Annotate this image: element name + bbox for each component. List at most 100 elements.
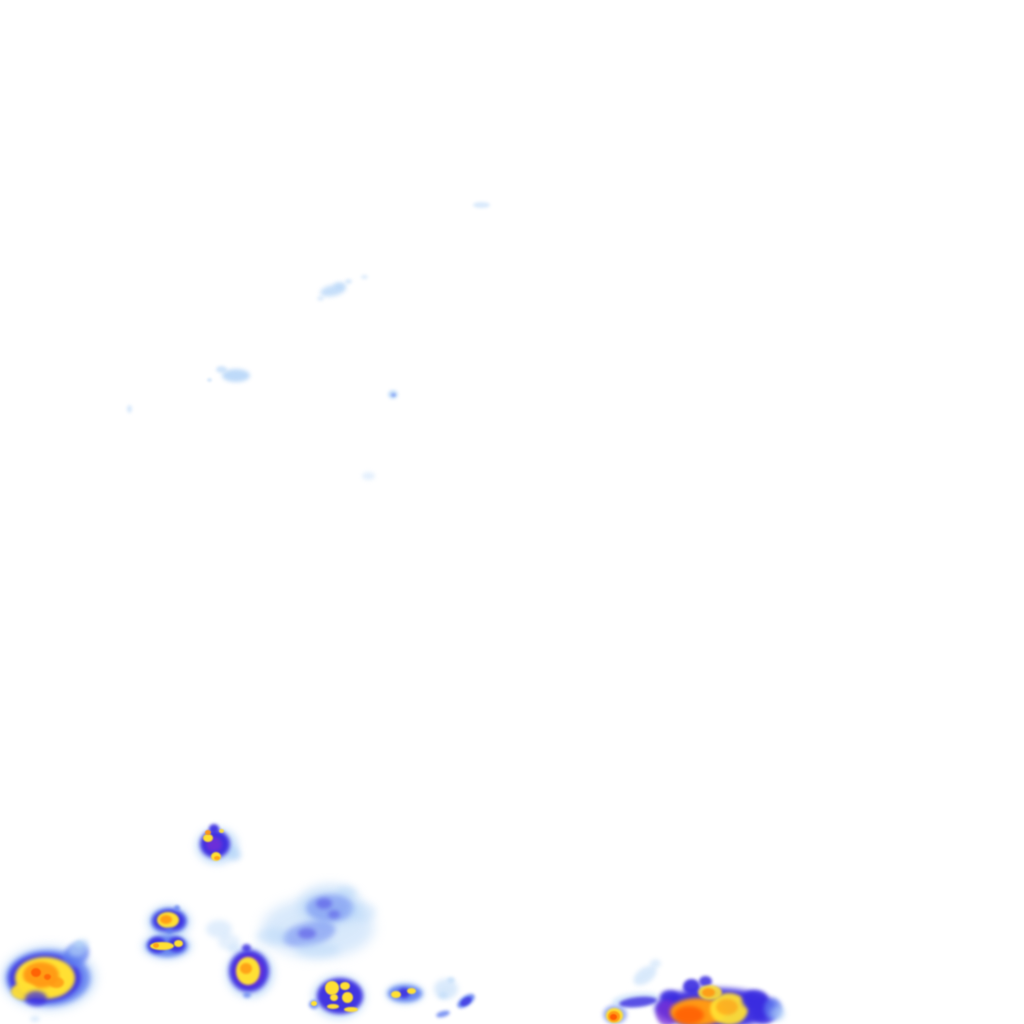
storm-cell-small-3-spot-heavy	[174, 940, 183, 947]
storm-complex-main-spot-very-light	[630, 961, 660, 990]
storm-cell-orange-small-spot-extreme-core	[610, 1014, 617, 1020]
storm-complex-main-spot-extreme-core	[674, 1006, 704, 1024]
storm-complex-left-spot-extreme-core	[31, 968, 41, 977]
rain-streak-south-spot-moderate	[459, 995, 473, 1008]
storm-complex-main-spot-moderate	[683, 979, 700, 994]
storm-cell-small-3-spot-heavy	[150, 942, 174, 950]
storm-complex-left-spot-very-light	[65, 935, 93, 960]
storm-cell-small-4-spot-moderate-heavy	[234, 955, 264, 987]
storm-complex-main-spot-very-heavy	[670, 998, 726, 1024]
storm-complex-left-spot-very-heavy	[23, 962, 59, 988]
storm-complex-left-spot-extreme-core	[44, 974, 51, 980]
rain-smudge-mid-spot-very-light	[228, 944, 242, 954]
rain-cloud-diffuse-spot-very-light	[348, 902, 376, 922]
storm-complex-left-spot-very-light	[75, 941, 83, 948]
storm-cell-small-5-spot-heavy	[311, 1001, 317, 1006]
rain-wisp-north-1-spot-very-light	[317, 296, 324, 301]
storm-cell-orange-small-spot-light	[603, 1005, 627, 1024]
storm-cell-small-3-spot-light	[166, 928, 173, 934]
storm-cell-small-1-spot-moderate	[200, 830, 230, 858]
storm-cell-small-6-spot-very-light	[385, 982, 425, 1005]
rain-dot-center-2-spot-very-light	[127, 405, 132, 413]
storm-complex-main-spot-very-light	[770, 1006, 785, 1021]
storm-cell-small-1-spot-moderate-heavy	[206, 837, 222, 852]
storm-cell-small-4-spot-very-light	[226, 948, 274, 998]
storm-cell-small-1-spot-very-heavy	[214, 856, 220, 860]
storm-complex-left-spot-very-light	[2, 946, 96, 1010]
storm-cell-small-3-spot-very-heavy	[153, 943, 159, 948]
storm-cell-small-5-spot-light	[309, 1000, 319, 1009]
rain-smudge-mid-spot-very-light	[218, 934, 240, 950]
rain-smudge-south-1-spot-very-light	[447, 977, 455, 983]
storm-cell-small-2-spot-light	[174, 905, 180, 911]
storm-cell-small-1-spot-heavy	[203, 834, 213, 842]
rain-cloud-diffuse-spot-light	[280, 916, 338, 952]
storm-cell-small-5-spot-heavy	[325, 981, 339, 995]
storm-cell-small-1-spot-heavy	[211, 852, 221, 861]
storm-complex-left-spot-heavy	[15, 957, 75, 999]
storm-cell-small-2-spot-heavy	[157, 912, 179, 928]
storm-cell-small-4-spot-very-heavy	[240, 963, 252, 974]
rain-cloud-diffuse-spot-moderate	[298, 928, 316, 939]
rain-streak-south-spot-light	[454, 991, 478, 1011]
rain-cloud-diffuse-spot-very-light	[262, 898, 374, 958]
rain-speck-center-spot-very-light	[362, 472, 375, 480]
storm-cell-small-1-spot-very-light	[196, 828, 238, 864]
rain-cloud-diffuse-spot-moderate	[316, 898, 332, 909]
storm-cell-small-2-spot-very-light	[147, 905, 191, 939]
storm-complex-main-spot-very-light	[650, 959, 661, 968]
storm-complex-left-spot-heavy	[11, 983, 37, 1000]
storm-cell-small-5-spot-heavy	[342, 992, 353, 1003]
storm-cell-small-3-spot-moderate	[168, 937, 185, 952]
storm-cell-small-2-spot-very-heavy	[160, 915, 172, 924]
storm-complex-main-spot-moderate	[618, 995, 658, 1009]
storm-complex-main-spot-very-heavy	[716, 999, 738, 1015]
storm-cell-small-1-spot-moderate	[209, 824, 219, 833]
storm-complex-main-spot-heavy	[698, 985, 722, 1000]
rain-cloud-diffuse-spot-moderate	[328, 910, 340, 919]
rain-cloud-diffuse-spot-light	[306, 894, 354, 922]
storm-cell-small-4-spot-heavy	[236, 957, 260, 985]
storm-complex-main-spot-moderate	[655, 988, 777, 1024]
storm-cell-small-6-spot-heavy	[391, 991, 401, 998]
rain-wisp-north-2-spot-very-light	[207, 378, 212, 382]
rain-cloud-diffuse-spot-very-light	[296, 942, 340, 958]
rain-wisp-north-1-spot-very-light	[345, 279, 352, 284]
storm-complex-main-spot-moderate	[699, 976, 712, 987]
storm-cell-orange-small-spot-very-heavy	[608, 1011, 620, 1022]
storm-cell-small-2-spot-light	[151, 908, 187, 934]
storm-cell-small-1-spot-very-heavy	[205, 830, 211, 835]
storm-cell-orange-small-spot-heavy	[606, 1008, 623, 1023]
storm-complex-left-spot-very-heavy	[49, 977, 64, 988]
storm-complex-main-spot-moderate-heavy	[656, 1000, 678, 1024]
storm-cell-small-3-spot-very-light	[142, 932, 192, 960]
rain-dot-center-1-spot-very-light	[388, 390, 398, 399]
storm-complex-left-spot-moderate	[9, 954, 81, 1002]
storm-cell-small-5-spot-moderate	[317, 978, 363, 1014]
rain-wisp-north-1-spot-very-light	[334, 282, 346, 289]
storm-complex-left-spot-very-light	[30, 1016, 40, 1022]
storm-complex-main-spot-very-light	[611, 990, 661, 1010]
storm-cell-small-5-spot-heavy	[344, 1007, 358, 1012]
storm-cell-small-4-spot-moderate	[242, 944, 251, 952]
storm-cell-small-6-spot-moderate	[398, 988, 410, 998]
rain-cloud-diffuse-spot-very-light	[298, 884, 362, 926]
storm-complex-main-spot-moderate	[752, 1002, 776, 1024]
storm-cell-small-1-spot-heavy	[219, 829, 224, 833]
